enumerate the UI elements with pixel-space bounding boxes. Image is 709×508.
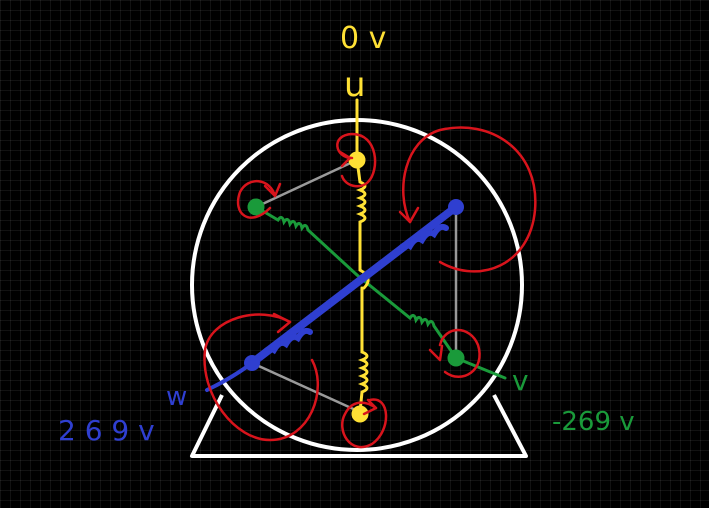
motor-base	[190, 394, 528, 458]
phase-w-winding	[205, 199, 464, 392]
flux-arrow-right-v-head	[428, 344, 444, 362]
phase-u-winding	[348, 98, 370, 423]
flux-arrows	[203, 126, 537, 449]
phase-u-coil-lower	[357, 286, 369, 414]
flux-arrow-big-right-head	[398, 206, 420, 224]
flux-arrow-big-left-head	[272, 312, 292, 334]
phase-v-coil-upper	[254, 205, 359, 277]
v-voltage-label: -269 v	[552, 407, 635, 437]
w-voltage-label: 2 6 9 v	[58, 414, 155, 447]
phase-v-terminal-right	[447, 349, 465, 367]
connector-bottom-left	[251, 361, 361, 414]
flux-loop-bottom-u	[340, 398, 388, 449]
phase-v-coil-lower	[355, 273, 507, 380]
v-phase-label: v	[512, 364, 529, 397]
u-phase-label: u	[344, 65, 366, 105]
connector-top-left	[255, 158, 358, 209]
u-voltage-label: 0 v	[340, 21, 386, 56]
phase-u-coil-upper	[355, 158, 367, 272]
flux-arrow-top-left-head	[263, 182, 282, 198]
phase-w-coil-upper	[395, 223, 449, 255]
connector-lines	[251, 158, 458, 414]
phase-u-terminal-bottom	[351, 405, 369, 423]
flux-loop-big-right	[402, 126, 537, 273]
flux-loop-top-left	[237, 180, 277, 219]
flux-loop-big-left	[203, 313, 320, 442]
phase-w-coil-lower	[259, 327, 313, 359]
flux-loop-right-v	[438, 328, 481, 378]
flux-loop-top-u	[336, 132, 377, 188]
phase-u-terminal-top	[348, 151, 366, 169]
w-phase-label: w	[166, 382, 187, 412]
flux-arrow-top-u-head	[338, 150, 352, 168]
phase-v-winding	[247, 198, 507, 380]
phase-w-bar	[248, 203, 460, 367]
phase-w-terminal-left	[244, 355, 260, 371]
flux-arrow-bottom-u-head	[362, 398, 378, 416]
phase-w-terminal-right	[448, 199, 464, 215]
phase-v-terminal-left	[247, 198, 265, 216]
